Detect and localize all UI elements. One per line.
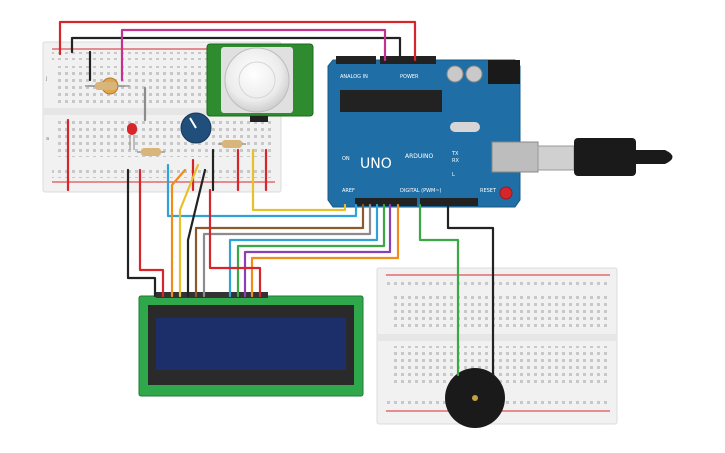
- wires: [58, 20, 495, 377]
- svg-text:a: a: [46, 136, 49, 142]
- arduino-led-rx: RX: [452, 158, 459, 164]
- arduino-led-l: L: [452, 172, 455, 178]
- resistor-right: [218, 140, 246, 148]
- piezo-buzzer: [445, 368, 505, 428]
- arduino-digital-header: DIGITAL (PWM~): [400, 188, 442, 194]
- arduino-led-tx: TX: [451, 151, 459, 157]
- usb-cable: [537, 138, 673, 176]
- arduino-uno-board: UNO ARDUINO ANALOG IN POWER DIGITAL (PWM…: [327, 56, 539, 208]
- potentiometer: [180, 112, 212, 144]
- arduino-aref-label: AREF: [342, 188, 355, 194]
- arduino-reset-label: RESET: [480, 188, 497, 194]
- arduino-brand-label: ARDUINO: [405, 153, 434, 160]
- lcd-display: [138, 292, 364, 397]
- pir-sensor: [206, 43, 314, 122]
- arduino-analog-header: ANALOG IN: [340, 74, 368, 80]
- arduino-led-on: ON: [342, 156, 350, 162]
- red-led: [127, 123, 137, 150]
- resistor-led: [137, 148, 165, 156]
- arduino-model-label: UNO: [360, 156, 392, 172]
- resistor-ldr: [85, 82, 125, 90]
- arduino-power-header: POWER: [400, 74, 419, 80]
- svg-text:j: j: [45, 76, 47, 82]
- breadboard-secondary: [376, 267, 618, 425]
- pir-dome: [224, 47, 290, 113]
